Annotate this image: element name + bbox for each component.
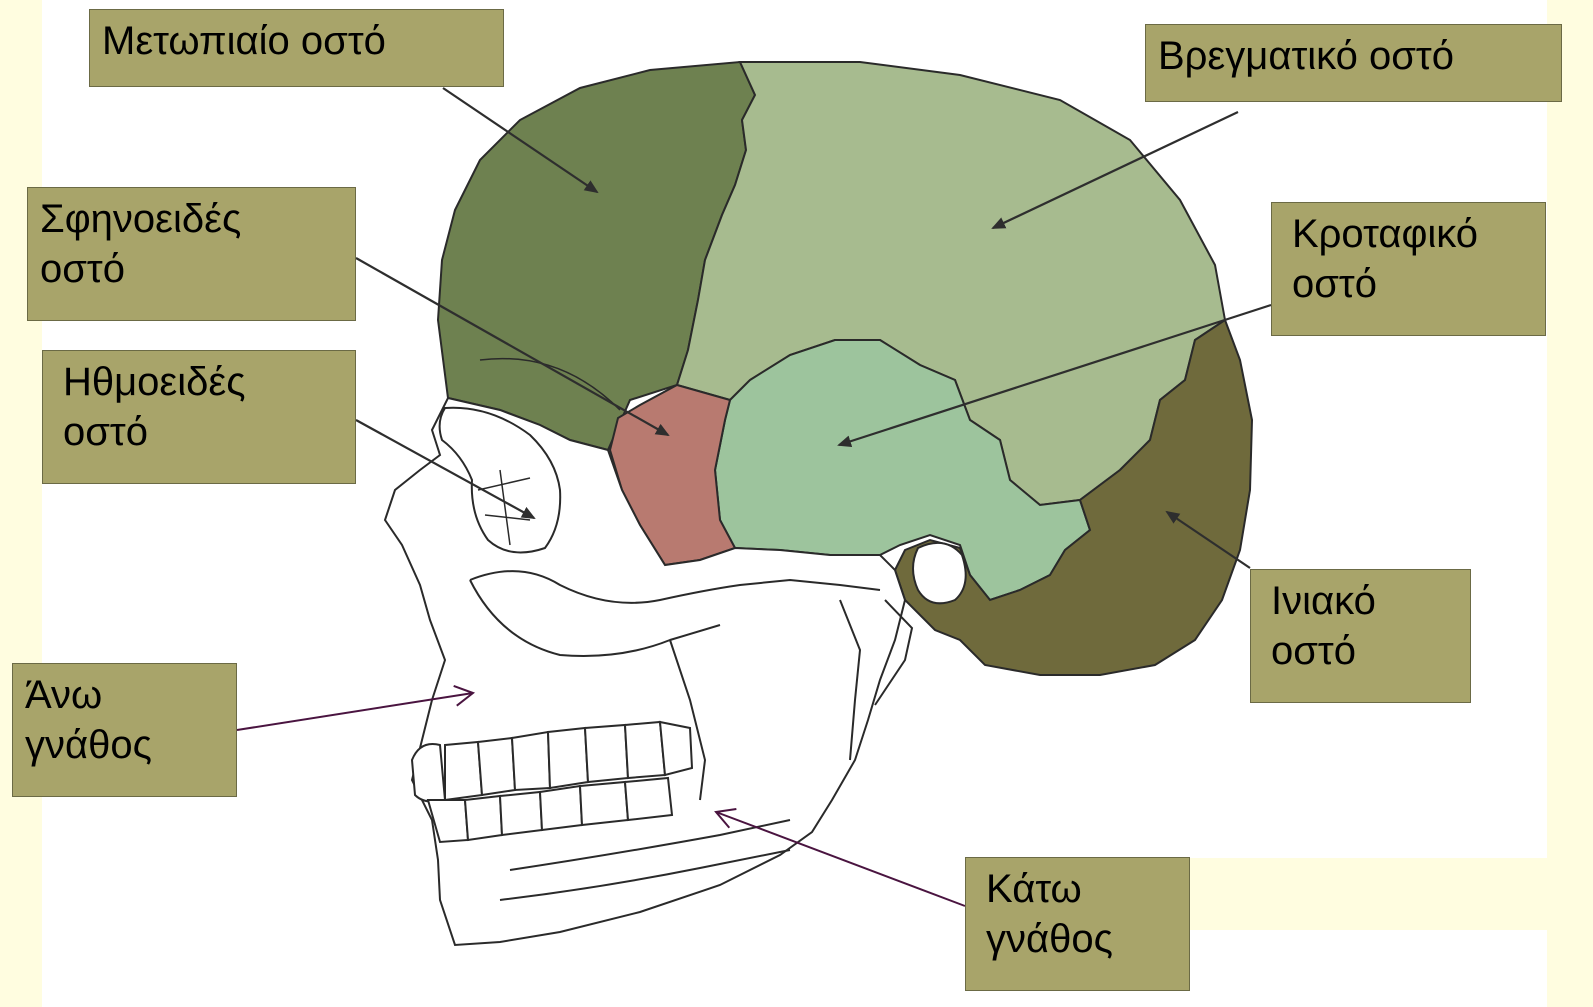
label-mandible: Κάτω γνάθος — [965, 857, 1190, 991]
label-frontal-bone: Μετωπιαίο οστό — [89, 9, 504, 87]
ear-opening — [913, 543, 966, 603]
label-temporal-bone: Κροταφικό οστό — [1271, 202, 1546, 336]
label-ethmoid-bone: Ηθμοειδές οστό — [42, 350, 356, 484]
label-parietal-bone: Βρεγματικό οστό — [1145, 24, 1562, 102]
page-strip — [1184, 858, 1547, 930]
label-occipital-bone: Ινιακό οστό — [1250, 569, 1471, 703]
label-maxilla: Άνω γνάθος — [12, 663, 237, 797]
label-sphenoid-bone: Σφηνοειδές οστό — [27, 187, 356, 321]
